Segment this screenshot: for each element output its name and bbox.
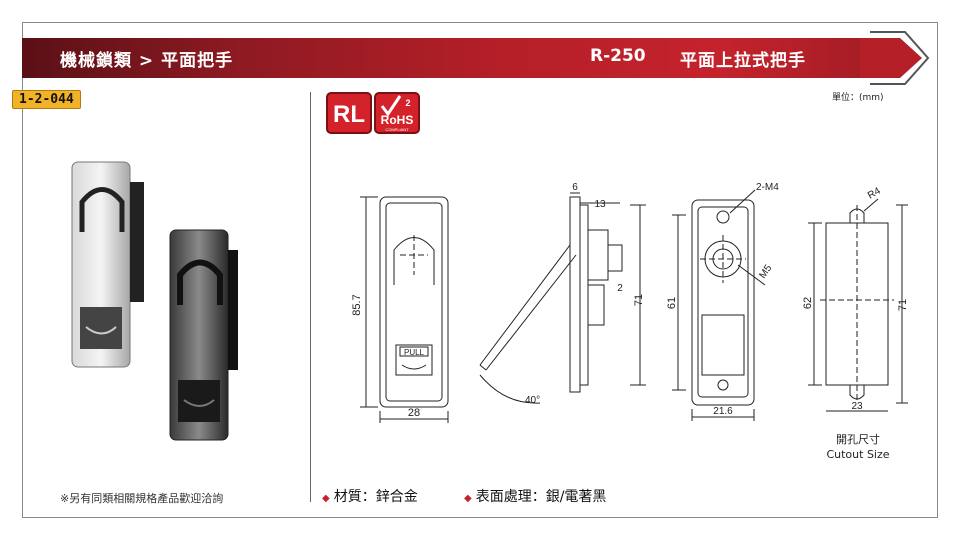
bullet-icon: ◆ xyxy=(464,493,472,504)
product-title: 平面上拉式把手 xyxy=(680,51,806,71)
product-code-badge: 1-2-044 xyxy=(12,90,81,109)
dim-2: 2 xyxy=(617,283,623,294)
front-view: PULL 85.7 28 xyxy=(351,196,449,423)
cutout-view: R4 62 71 23 xyxy=(802,185,909,412)
back-view: 2-M4 M5 61 21.6 xyxy=(666,182,779,421)
rl-logo: RL xyxy=(326,92,372,134)
check-icon xyxy=(380,95,402,117)
rohs-check-text: 2 xyxy=(405,98,410,108)
dim-13: 13 xyxy=(594,199,606,210)
surface-spec: ◆表面處理：銀/電著黑 xyxy=(464,486,606,506)
dim-216: 21.6 xyxy=(713,406,733,417)
technical-drawing: PULL 85.7 28 40° 6 13 2 71 xyxy=(351,182,909,423)
rohs-logo: 2 RoHS COMPLIANT xyxy=(374,92,420,134)
rohs-sub-text: COMPLIANT xyxy=(385,127,409,132)
dim-width: 28 xyxy=(408,407,420,419)
dim-6: 6 xyxy=(572,182,578,193)
product-photo xyxy=(71,161,238,441)
silver-handle xyxy=(71,161,144,368)
rl-logo-text: RL xyxy=(333,101,365,128)
side-view: 40° 6 13 2 71 xyxy=(479,182,646,406)
cutout-label-en: Cutout Size xyxy=(826,448,890,461)
vertical-divider xyxy=(310,92,311,502)
dim-61: 61 xyxy=(666,297,678,309)
header-banner xyxy=(22,38,892,78)
dim-angle: 40° xyxy=(525,395,540,406)
dim-62: 62 xyxy=(802,297,814,309)
black-handle xyxy=(169,229,238,441)
bullet-icon: ◆ xyxy=(322,493,330,504)
dim-71-side: 71 xyxy=(633,294,645,306)
banner-arrow-icon xyxy=(860,31,930,85)
dim-23: 23 xyxy=(851,401,863,412)
pull-label: PULL xyxy=(404,348,425,357)
rohs-logo-text: RoHS xyxy=(381,113,414,127)
dim-thread: M5 xyxy=(757,263,774,281)
cutout-label-zh: 開孔尺寸 xyxy=(836,433,880,446)
model-number: R-250 xyxy=(590,46,646,66)
cutout-size-label: 開孔尺寸 Cutout Size xyxy=(824,432,892,462)
category-breadcrumb: 機械鎖類 > 平面把手 xyxy=(60,51,234,71)
unit-label: 單位：(mm) xyxy=(832,93,884,103)
inquiry-note: ※另有同類相關規格產品歡迎洽詢 xyxy=(60,492,224,505)
dim-height: 85.7 xyxy=(351,294,363,315)
material-text: 材質：鋅合金 xyxy=(333,489,418,505)
dim-radius: R4 xyxy=(866,185,883,201)
material-spec: ◆材質：鋅合金 xyxy=(322,486,418,506)
surface-text: 表面處理：銀/電著黑 xyxy=(475,489,607,505)
dim-screw: 2-M4 xyxy=(756,182,779,193)
dim-71-cutout: 71 xyxy=(897,299,909,311)
